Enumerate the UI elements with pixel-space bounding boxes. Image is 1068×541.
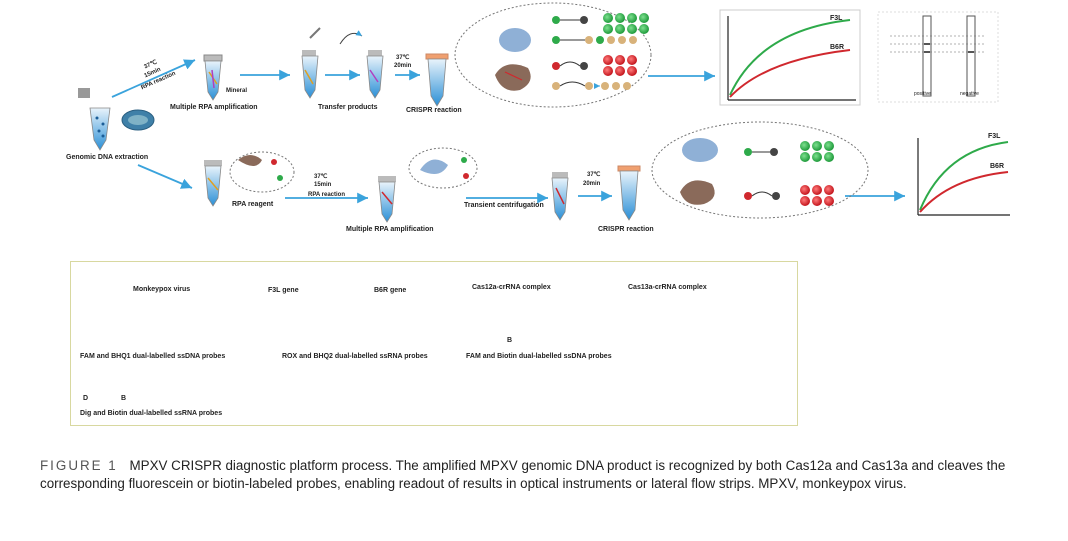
tube-crispr-reaction — [425, 53, 449, 107]
graph1-f3l: F3L — [830, 15, 843, 22]
label-rpa-reaction2: RPA reaction — [308, 192, 346, 198]
legend-panel — [70, 261, 798, 426]
legend-letter-d: D — [83, 395, 89, 402]
label-transfer: Transfer products — [318, 104, 378, 111]
graph2-f3l: F3L — [988, 133, 1001, 140]
label-crispr: CRISPR reaction — [406, 107, 462, 114]
tube-transfer — [301, 27, 321, 99]
fluorescence-graph-top — [719, 9, 861, 106]
tube-rpa-amplification-bottom — [378, 147, 478, 223]
lateral-flow-strips — [877, 11, 999, 103]
tube-rpa-amplification — [203, 54, 223, 101]
tube-transient — [551, 172, 569, 221]
label-temp2: 37℃ — [396, 55, 410, 61]
tube-crispr-setup — [339, 30, 384, 99]
label-temp4: 37℃ — [587, 172, 601, 178]
legend-monkeypox-label: Monkeypox virus — [133, 286, 191, 293]
legend-letter-q1: Q — [121, 337, 127, 344]
label-extraction: Genomic DNA extraction — [66, 154, 149, 161]
reaction-bubble-top — [454, 2, 652, 108]
probe-molecules-top — [552, 16, 637, 90]
legend-fam-bhq1-label: FAM and BHQ1 dual-labelled ssDNA probes — [80, 353, 226, 360]
graph1-b6r: B6R — [830, 44, 845, 51]
legend-letter-r: R — [284, 337, 290, 344]
fluorescence-dots-top — [603, 13, 649, 76]
caption-text: MPXV CRISPR diagnostic platform process.… — [40, 458, 1006, 491]
legend-letter-b1: B — [507, 337, 513, 344]
strip-negative: negative — [960, 91, 979, 97]
label-temp3: 37℃ — [314, 174, 328, 180]
label-rpa-reagent: RPA reagent — [232, 201, 274, 208]
virus-icon-small — [121, 109, 155, 131]
legend-f3l-label: F3L gene — [268, 287, 299, 294]
label-time2: 20min — [394, 63, 412, 69]
fluorescence-graph-bottom — [917, 138, 1010, 216]
strip-positive: positive — [914, 91, 931, 97]
legend-b6r-label: B6R gene — [374, 287, 407, 294]
legend-letter-q2: Q — [321, 337, 327, 344]
label-multiple-rpa: Multiple RPA amplification — [170, 104, 258, 111]
tube-crispr-bottom — [617, 165, 641, 221]
legend-fam-biotin-label: FAM and Biotin dual-labelled ssDNA probe… — [466, 353, 612, 360]
caption-label: FIGURE 1 — [40, 458, 118, 473]
label-time3: 15min — [314, 182, 332, 188]
extraction-tube — [78, 88, 111, 151]
label-mineral: Mineral — [226, 88, 248, 94]
arrow-extract-to-rpa — [111, 59, 196, 98]
graph2-b6r: B6R — [990, 163, 1005, 170]
legend-letter-f1: F — [83, 337, 88, 344]
legend-letter-b2: B — [121, 395, 127, 402]
reaction-bubble-bottom — [651, 121, 869, 219]
legend-cas12a-label: Cas12a-crRNA complex — [472, 284, 551, 291]
figure-caption: FIGURE 1 MPXV CRISPR diagnostic platform… — [40, 457, 1030, 493]
label-transient: Transient centrifugation — [464, 202, 544, 209]
legend-rox-bhq2-label: ROX and BHQ2 dual-labelled ssRNA probes — [282, 353, 428, 360]
legend-cas13a-label: Cas13a-crRNA complex — [628, 284, 707, 291]
label-multiple-rpa2: Multiple RPA amplification — [346, 226, 434, 233]
label-crispr2: CRISPR reaction — [598, 226, 654, 233]
legend-dig-biotin-label: Dig and Biotin dual-labelled ssRNA probe… — [80, 410, 223, 417]
legend-letter-f2: F — [473, 337, 478, 344]
tube-rpa-reagent — [204, 151, 295, 207]
label-time4: 20min — [583, 181, 601, 187]
